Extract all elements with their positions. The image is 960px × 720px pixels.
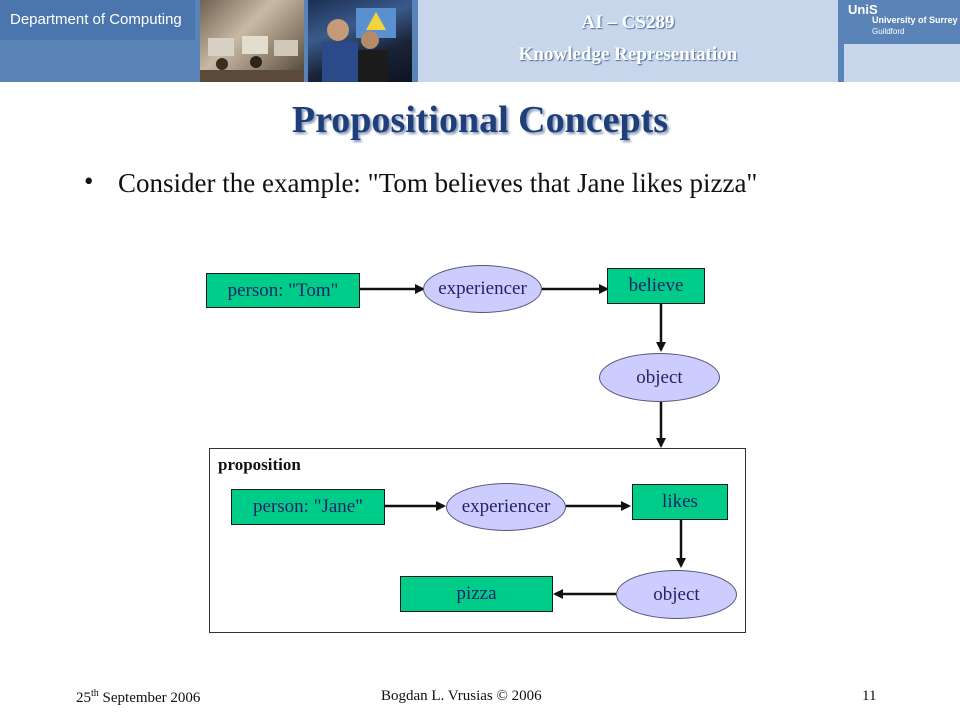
relation-object: object (599, 353, 720, 402)
classroom-photo-image (200, 36, 304, 82)
footer-page-number: 11 (862, 688, 877, 704)
slide-title: Propositional Concepts (291, 99, 669, 141)
relation-experiencer-inner: experiencer (446, 483, 566, 531)
concept-person-jane: person: "Jane" (231, 489, 385, 525)
students-photo (308, 0, 412, 82)
relation-object-inner: object (616, 570, 737, 619)
footer-date-day: 25 (76, 690, 91, 706)
concept-pizza: pizza (400, 576, 553, 612)
proposition-label: proposition (218, 455, 301, 474)
bullet-marker: • (84, 166, 94, 196)
proposition-frame (209, 448, 746, 633)
course-banner: AI – CS289 Knowledge Representation (418, 0, 838, 82)
course-title: AI – CS289 (581, 12, 675, 33)
slide-header: Department of Computing AI – CS289 Knowl… (0, 0, 960, 82)
concept-person-tom: person: "Tom" (206, 273, 360, 308)
footer-date-suffix: th (91, 688, 99, 699)
classroom-photo (200, 0, 304, 82)
course-subtitle: Knowledge Representation (518, 44, 738, 65)
university-logo: UniS University of Surrey Guildford (844, 0, 960, 42)
footer-date-rest: September 2006 (98, 690, 201, 706)
concept-believe: believe (607, 268, 705, 304)
logo-lower-panel (844, 44, 960, 82)
concept-likes: likes (632, 484, 728, 520)
department-banner: Department of Computing (0, 0, 195, 40)
footer-date: 25th September 2006 (76, 688, 200, 707)
logo-university: University of Surrey (872, 15, 958, 25)
relation-experiencer: experiencer (423, 265, 542, 313)
logo-unis: UniS (848, 2, 878, 17)
footer-author: Bogdan L. Vrusias © 2006 (381, 688, 542, 704)
students-photo-image (322, 8, 396, 82)
logo-location: Guildford (872, 27, 905, 36)
bullet-text: Consider the example: "Tom believes that… (118, 168, 758, 198)
